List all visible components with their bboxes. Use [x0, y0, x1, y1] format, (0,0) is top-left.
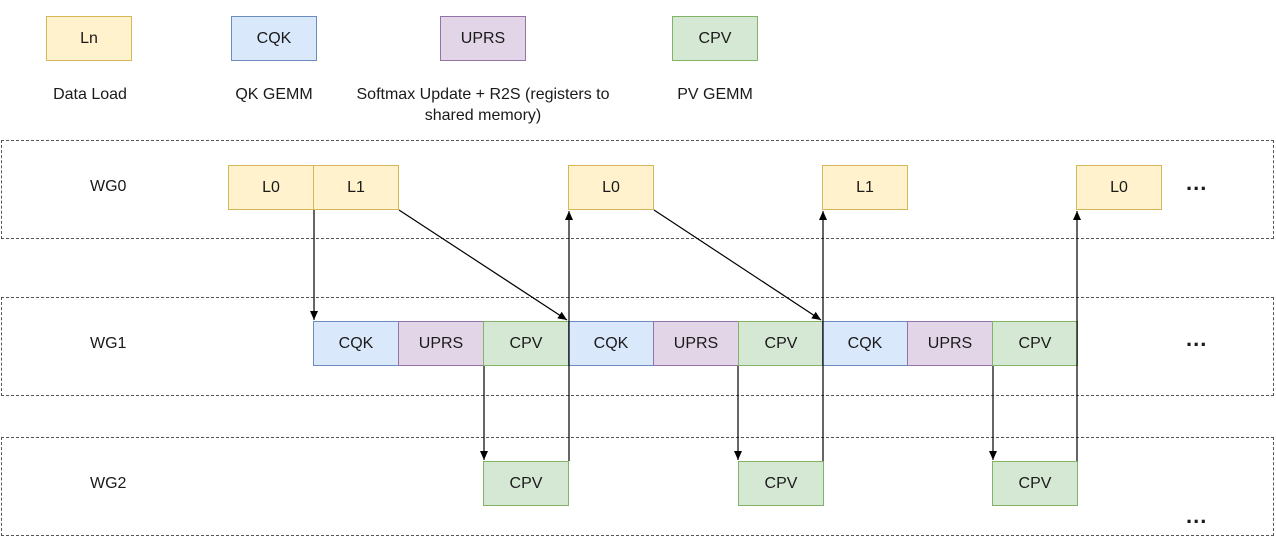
legend-load-tag: Ln: [80, 29, 98, 47]
wg1-block: UPRS: [398, 321, 484, 366]
wg1-block: UPRS: [653, 321, 739, 366]
wg1-block-label: UPRS: [927, 334, 973, 352]
wg1-block-label: CPV: [1018, 334, 1052, 352]
wg0-block: L0: [568, 165, 654, 210]
wg1-block: CQK: [568, 321, 654, 366]
lane-wg0: [1, 140, 1274, 239]
legend-qk-desc: QK GEMM: [235, 86, 313, 103]
wg1-block-label: UPRS: [418, 334, 464, 352]
wg0-block-label: L0: [1110, 178, 1128, 196]
legend-pv-desc: PV GEMM: [677, 86, 753, 103]
wg1-block-label: CQK: [593, 334, 629, 352]
wg2-block: CPV: [992, 461, 1078, 506]
wg1-block: CQK: [313, 321, 399, 366]
wg2-more-ellipsis: ...: [1186, 503, 1208, 528]
wg2-block-label: CPV: [764, 474, 798, 492]
wg1-block: CQK: [822, 321, 908, 366]
wg1-block-label: CPV: [509, 334, 543, 352]
wg1-block: CPV: [992, 321, 1078, 366]
wg0-block: L1: [822, 165, 908, 210]
wg0-block: L0: [228, 165, 314, 210]
legend-load-desc: Data Load: [53, 86, 127, 103]
wg1-block-label: UPRS: [673, 334, 719, 352]
wg1-more-ellipsis: ...: [1186, 326, 1208, 351]
lane-label-wg0: WG0: [90, 178, 127, 195]
wg1-block-label: CPV: [764, 334, 798, 352]
wg1-block: CPV: [738, 321, 824, 366]
lane-wg1: [1, 297, 1274, 396]
wg0-more-ellipsis: ...: [1186, 170, 1208, 195]
wg0-block-label: L0: [602, 178, 620, 196]
wg0-block: L1: [313, 165, 399, 210]
wg1-block: CPV: [483, 321, 569, 366]
wg1-block: UPRS: [907, 321, 993, 366]
lane-label-wg2: WG2: [90, 475, 127, 492]
legend-qk-tag: CQK: [256, 29, 292, 47]
wg2-block: CPV: [738, 461, 824, 506]
wg0-block-label: L0: [262, 178, 280, 196]
lane-wg2: [1, 437, 1274, 536]
wg1-block-label: CQK: [338, 334, 374, 352]
wg2-block-label: CPV: [509, 474, 543, 492]
legend-uprs-tag: UPRS: [460, 29, 506, 47]
wg0-block-label: L1: [856, 178, 874, 196]
lane-label-wg1: WG1: [90, 335, 127, 352]
wg2-block: CPV: [483, 461, 569, 506]
wg0-block: L0: [1076, 165, 1162, 210]
legend-load-swatch: Ln: [46, 16, 132, 61]
wg0-block-label: L1: [347, 178, 365, 196]
legend-pv-tag: CPV: [698, 29, 732, 47]
legend-uprs-swatch: UPRS: [440, 16, 526, 61]
legend-pv-swatch: CPV: [672, 16, 758, 61]
legend-qk-swatch: CQK: [231, 16, 317, 61]
wg1-block-label: CQK: [847, 334, 883, 352]
wg2-block-label: CPV: [1018, 474, 1052, 492]
legend-uprs-desc: Softmax Update + R2S (registers to share…: [356, 86, 610, 124]
